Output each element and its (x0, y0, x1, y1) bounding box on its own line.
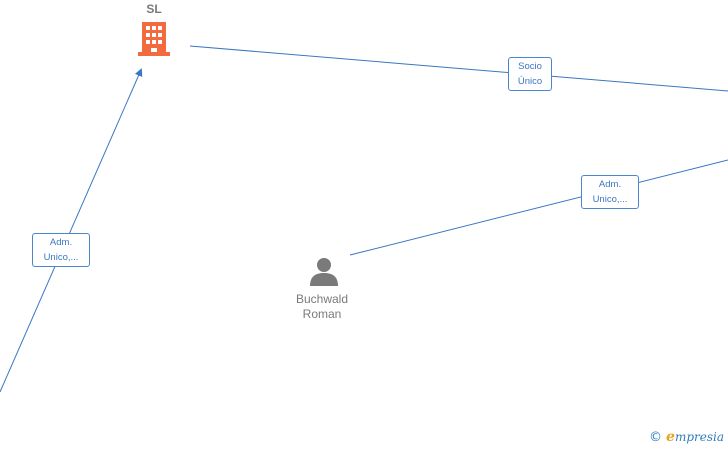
edge-label-line2: Unico,... (43, 252, 79, 263)
edge-label-adm-unico-right[interactable]: Adm. Unico,... (581, 175, 639, 209)
edge-label-line2: Unico,... (592, 194, 628, 205)
edge-left-to-company-adm (0, 68, 143, 393)
edge-label-line1: Adm. (598, 179, 622, 190)
edge-label-line2: Único (517, 76, 543, 87)
building-icon[interactable] (138, 22, 170, 56)
person-name-line2: Roman (302, 307, 342, 321)
empresia-watermark: ©empresia (649, 429, 724, 445)
edge-label-adm-unico-left[interactable]: Adm. Unico,... (32, 233, 90, 267)
edge-person-to-right-adm (349, 159, 728, 256)
edge-label-line1: Adm. (49, 237, 73, 248)
person-name-line1: Buchwald (295, 292, 349, 306)
person-node-label: Buchwald Roman (282, 292, 362, 322)
company-node-label: SL (146, 2, 162, 16)
edge-label-socio-unico[interactable]: Socio Único (508, 57, 552, 91)
edge-company-to-right-socio (189, 45, 728, 92)
copyright-symbol: © (649, 430, 663, 445)
edge-label-line1: Socio (518, 61, 542, 72)
brand-name: mpresia (674, 430, 724, 444)
brand-initial: e (666, 429, 675, 445)
person-icon[interactable] (309, 256, 339, 286)
